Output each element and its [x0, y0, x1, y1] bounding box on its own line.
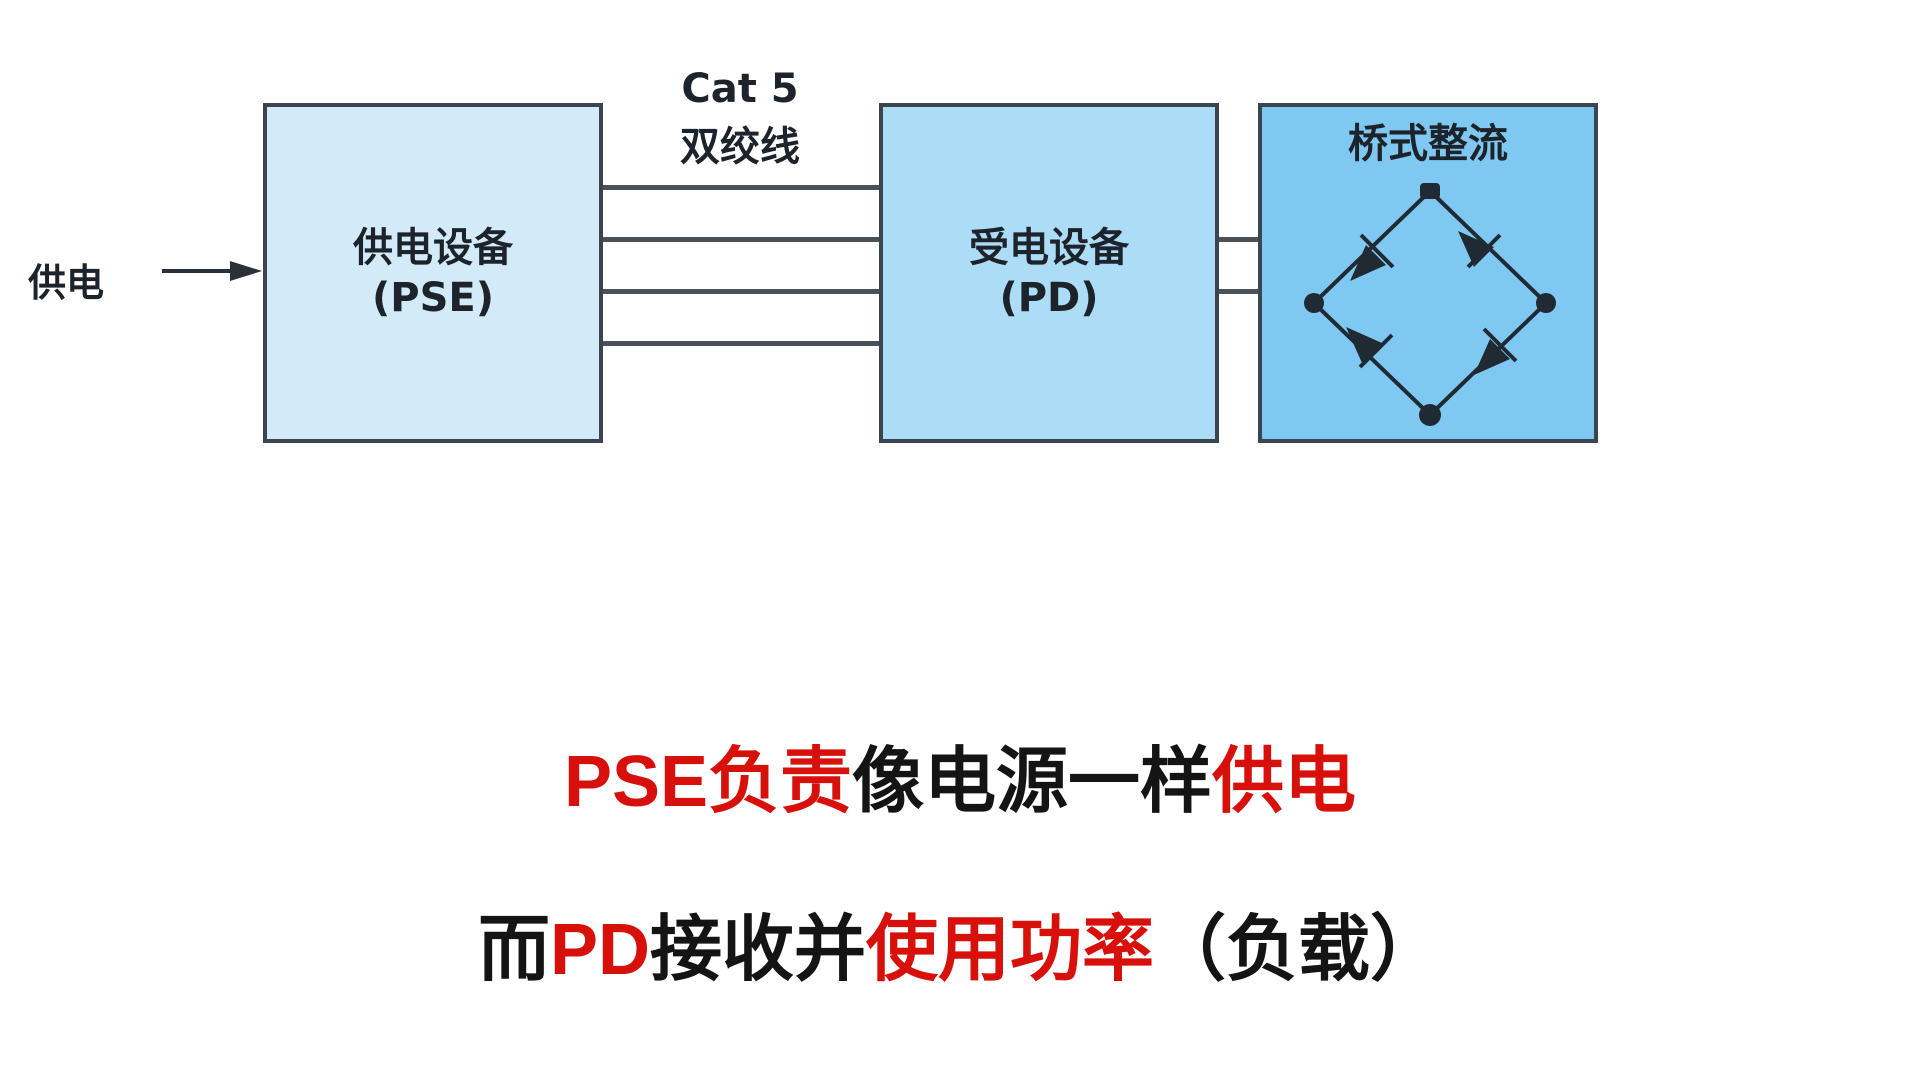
caption-segment: 而 [477, 910, 550, 990]
caption-segment: （负载） [1154, 910, 1443, 990]
caption-line-1: PSE负责像电源一样供电 [0, 722, 1920, 827]
pd-box-title: 受电设备 [969, 225, 1129, 271]
caption-segment: 供电 [1212, 742, 1357, 822]
caption-segment: PSE负责 [563, 742, 853, 822]
pse-box-subtitle: (PSE) [371, 275, 494, 321]
power-input-label: 供电 [28, 261, 105, 305]
pse-box: 供电设备 (PSE) [263, 103, 603, 443]
bridge-rectifier-diode-icon [1304, 183, 1556, 426]
pd-box-subtitle: (PD) [999, 275, 1099, 321]
input-arrow-icon [162, 261, 262, 281]
cable-wire [603, 237, 880, 242]
caption-segment: 像电源一样 [852, 742, 1213, 822]
pd-bridge-wire [1219, 237, 1259, 242]
bridge-rectifier-box: 桥式整流 [1258, 103, 1598, 443]
cable-label-desc: 双绞线 [680, 124, 800, 170]
cable-wire [603, 341, 880, 346]
cable-label-type: Cat 5 [681, 66, 799, 112]
pd-bridge-wire [1219, 289, 1259, 294]
caption-segment: 接收并 [650, 910, 867, 990]
caption-segment: PD [549, 910, 650, 990]
pse-box-title: 供电设备 [353, 225, 513, 271]
caption-line-2: 而PD接收并使用功率（负载） [0, 890, 1920, 995]
cable-wire [603, 289, 880, 294]
caption-segment: 使用功率 [866, 910, 1155, 990]
bridge-rectifier-title: 桥式整流 [1348, 121, 1508, 167]
cable-wire [603, 185, 880, 190]
pd-box: 受电设备 (PD) [879, 103, 1219, 443]
